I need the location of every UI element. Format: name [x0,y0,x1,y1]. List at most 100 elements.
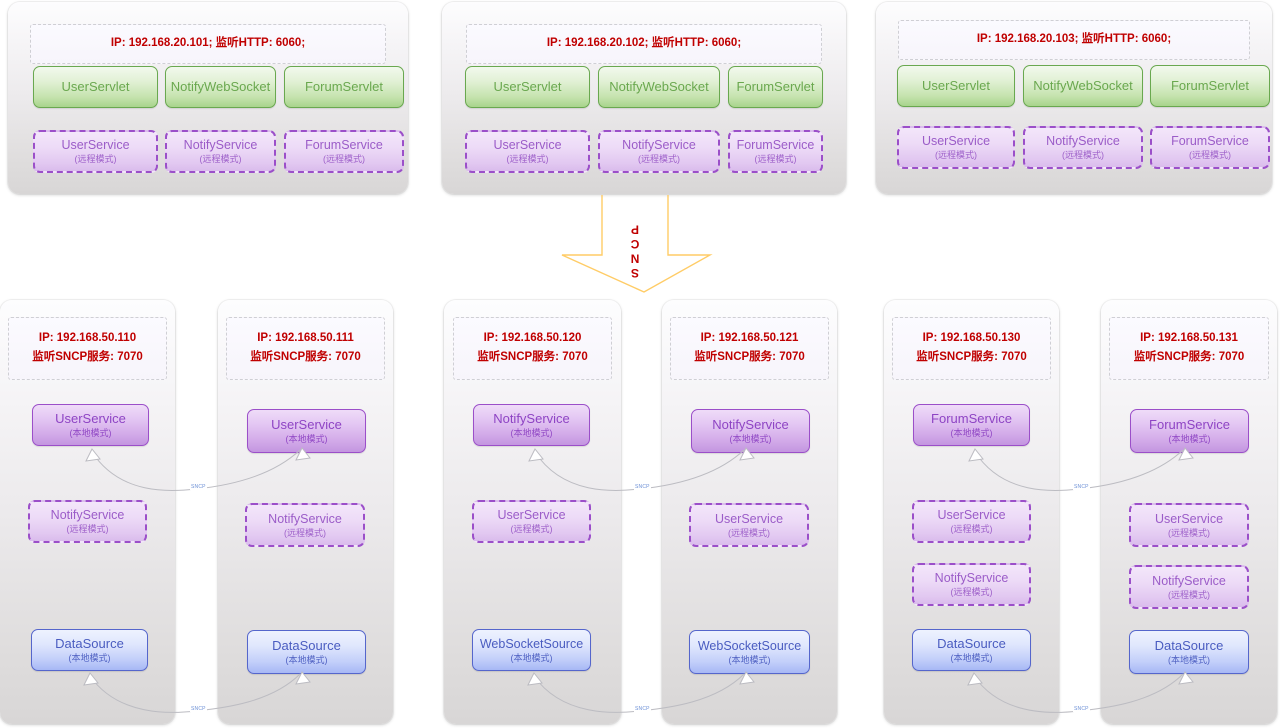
servlet-box[interactable]: NotifyWebSocket [598,66,720,108]
service-mode: (远程模式) [199,154,242,165]
service-box-remote[interactable]: UserService (远程模式) [912,500,1031,543]
datasource-mode: (本地模式) [510,652,553,663]
datasource-mode: (本地模式) [1168,655,1210,666]
service-name: NotifyService [183,138,258,153]
service-name: UserService [937,508,1006,523]
service-node-card[interactable]: IP: 192.168.50.110 监听SNCP服务: 7070 UserSe… [0,300,175,724]
service-mode: (远程模式) [728,527,770,538]
service-box-remote[interactable]: ForumService (远程模式) [284,130,404,173]
service-name: NotifyService [934,571,1009,586]
service-node-card[interactable]: IP: 192.168.50.111 监听SNCP服务: 7070 UserSe… [218,300,393,724]
service-mode: (远程模式) [323,154,365,165]
datasource-mode: (本地模式) [728,654,771,665]
service-node-card[interactable]: IP: 192.168.50.130 监听SNCP服务: 7070 ForumS… [884,300,1059,724]
service-box-remote[interactable]: UserService (远程模式) [33,130,158,173]
servlet-box[interactable]: UserServlet [897,65,1015,107]
connector-label: SNCP [190,706,207,712]
ip-header: IP: 192.168.50.110 监听SNCP服务: 7070 [8,317,167,380]
service-box-remote[interactable]: UserService (远程模式) [689,503,809,547]
service-box-local[interactable]: ForumService (本地模式) [1130,409,1249,453]
service-node-card[interactable]: IP: 192.168.50.120 监听SNCP服务: 7070 Notify… [444,300,621,724]
sncp-arrow-label: SNCP [628,222,642,280]
service-name: NotifyService [493,410,570,426]
datasource-name: DataSource [1154,637,1224,653]
datasource-name: WebSocketSource [479,636,584,651]
servlet-box[interactable]: UserServlet [33,66,158,108]
service-mode: (远程模式) [284,527,326,538]
servlet-box[interactable]: UserServlet [465,66,590,108]
datasource-box[interactable]: DataSource (本地模式) [912,629,1031,671]
service-mode: (远程模式) [66,524,109,535]
service-name: NotifyService [1152,573,1226,588]
datasource-name: DataSource [937,635,1006,651]
servlet-name: NotifyWebSocket [609,78,709,94]
service-box-remote[interactable]: NotifyService (远程模式) [165,130,276,173]
ip-header-line: IP: 192.168.20.103; 监听HTTP: 6060; [976,33,1172,46]
service-name: UserService [493,138,562,153]
ip-header: IP: 192.168.20.101; 监听HTTP: 6060; [30,24,386,64]
service-box-remote[interactable]: UserService (远程模式) [465,130,590,173]
service-name: NotifyService [50,508,125,523]
ip-header: IP: 192.168.20.102; 监听HTTP: 6060; [466,24,822,64]
service-box-remote[interactable]: ForumService (远程模式) [1150,126,1270,169]
service-mode: (远程模式) [950,524,993,535]
service-name: UserService [271,416,342,432]
service-box-remote[interactable]: NotifyService (远程模式) [1023,126,1143,169]
ip-header: IP: 192.168.50.111 监听SNCP服务: 7070 [226,317,385,380]
service-box-remote[interactable]: NotifyService (远程模式) [28,500,147,543]
service-mode: (远程模式) [1168,589,1210,600]
connector-label: SNCP [1073,706,1090,712]
servlet-name: UserServlet [61,78,130,94]
service-box-remote[interactable]: NotifyService (远程模式) [598,130,720,173]
connector-label: SNCP [634,484,651,490]
ip-header-line2: 监听SNCP服务: 7070 [694,351,805,363]
service-box-remote[interactable]: NotifyService (远程模式) [912,563,1031,606]
datasource-box[interactable]: DataSource (本地模式) [31,629,148,671]
servlet-name: NotifyWebSocket [170,78,271,94]
service-name: UserService [61,138,130,153]
servlet-box[interactable]: NotifyWebSocket [165,66,276,108]
ip-header-line1: IP: 192.168.50.130 [922,332,1021,345]
service-box-remote[interactable]: UserService (远程模式) [897,126,1015,169]
service-box-remote[interactable]: NotifyService (远程模式) [245,503,365,547]
web-node-card[interactable]: IP: 192.168.20.103; 监听HTTP: 6060; UserSe… [876,2,1272,194]
service-box-local[interactable]: NotifyService (本地模式) [473,404,590,446]
service-box-remote[interactable]: UserService (远程模式) [1129,503,1249,547]
servlet-name: UserServlet [922,77,990,93]
service-box-local[interactable]: NotifyService (本地模式) [691,409,810,453]
ip-header-line2: 监听SNCP服务: 7070 [1133,351,1245,363]
service-node-card[interactable]: IP: 192.168.50.131 监听SNCP服务: 7070 ForumS… [1101,300,1277,724]
service-node-card[interactable]: IP: 192.168.50.121 监听SNCP服务: 7070 Notify… [662,300,837,724]
servlet-box[interactable]: ForumServlet [1150,65,1270,107]
servlet-box[interactable]: ForumServlet [728,66,823,108]
ip-header-line1: IP: 192.168.50.121 [700,332,799,345]
datasource-box[interactable]: DataSource (本地模式) [247,630,366,674]
connector-label: SNCP [1073,484,1090,490]
datasource-box[interactable]: WebSocketSource (本地模式) [472,629,591,671]
service-mode: (远程模式) [638,154,680,165]
servlet-name: UserServlet [493,78,562,94]
datasource-box[interactable]: DataSource (本地模式) [1129,630,1249,674]
service-name: UserService [1154,511,1224,526]
service-box-local[interactable]: UserService (本地模式) [247,409,366,453]
ip-header: IP: 192.168.20.103; 监听HTTP: 6060; [898,20,1250,60]
service-box-remote[interactable]: UserService (远程模式) [472,500,591,543]
servlet-box[interactable]: NotifyWebSocket [1023,65,1143,107]
service-mode: (远程模式) [754,154,797,165]
service-name: ForumService [931,410,1012,426]
web-node-card[interactable]: IP: 192.168.20.102; 监听HTTP: 6060; UserSe… [442,2,846,194]
service-name: UserService [921,134,991,149]
ip-header-line1: IP: 192.168.50.111 [257,332,354,345]
service-box-local[interactable]: UserService (本地模式) [32,404,149,446]
service-name: ForumService [305,138,383,153]
servlet-box[interactable]: ForumServlet [284,66,404,108]
datasource-box[interactable]: WebSocketSource (本地模式) [689,630,810,674]
web-node-card[interactable]: IP: 192.168.20.101; 监听HTTP: 6060; UserSe… [8,2,408,194]
service-box-remote[interactable]: NotifyService (远程模式) [1129,565,1249,609]
service-box-remote[interactable]: ForumService (远程模式) [728,130,823,173]
service-name: NotifyService [268,511,342,526]
service-box-local[interactable]: ForumService (本地模式) [913,404,1030,446]
service-mode: (远程模式) [1189,150,1231,161]
service-mode: (本地模式) [510,428,553,439]
ip-header-line: IP: 192.168.20.101; 监听HTTP: 6060; [110,37,306,50]
